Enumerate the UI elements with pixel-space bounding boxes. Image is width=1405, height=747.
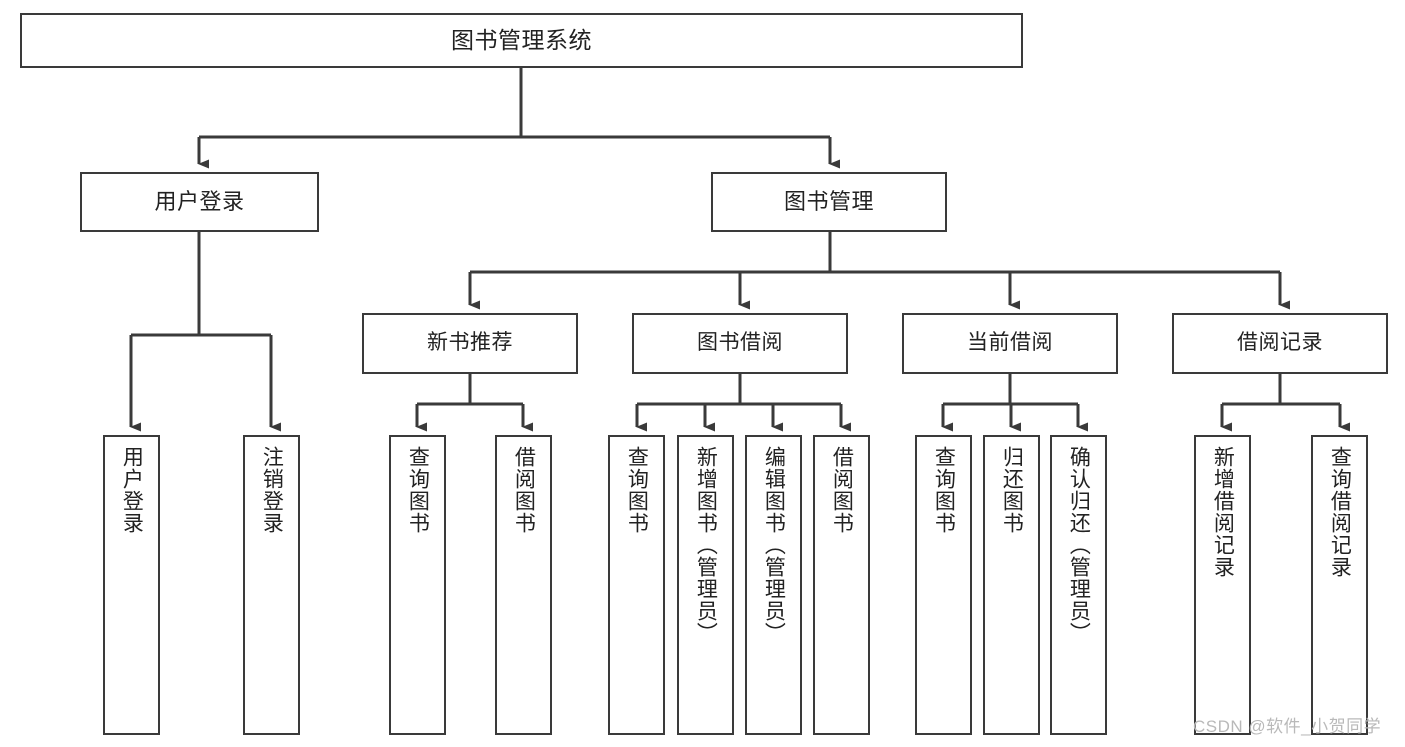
node-leaf-query-book-1[interactable]: 查询图书: [389, 435, 446, 735]
node-leaf-query-book-2[interactable]: 查询图书: [608, 435, 665, 735]
node-borrow-record[interactable]: 借阅记录: [1172, 313, 1388, 374]
node-leaf-add-record[interactable]: 新增借阅记录: [1194, 435, 1251, 735]
node-leaf-logout-label: 注销登录: [260, 446, 284, 534]
node-leaf-borrow-book-2-label: 借阅图书: [830, 446, 854, 534]
node-book-borrow-label: 图书借阅: [697, 331, 783, 355]
node-leaf-query-record[interactable]: 查询借阅记录: [1311, 435, 1368, 735]
node-leaf-borrow-book-1[interactable]: 借阅图书: [495, 435, 552, 735]
node-new-book-rec[interactable]: 新书推荐: [362, 313, 578, 374]
node-leaf-add-book-label: 新增图书（管理员）: [694, 446, 718, 644]
node-leaf-confirm-return[interactable]: 确认归还（管理员）: [1050, 435, 1107, 735]
node-leaf-borrow-book-2[interactable]: 借阅图书: [813, 435, 870, 735]
node-leaf-borrow-book-1-label: 借阅图书: [512, 446, 536, 534]
node-leaf-query-book-1-label: 查询图书: [406, 446, 430, 534]
node-leaf-return-book-label: 归还图书: [1000, 446, 1024, 534]
node-book-manage[interactable]: 图书管理: [711, 172, 947, 232]
node-current-borrow-label: 当前借阅: [967, 331, 1053, 355]
node-leaf-user-login-label: 用户登录: [120, 446, 144, 534]
node-leaf-add-record-label: 新增借阅记录: [1211, 446, 1235, 578]
node-root[interactable]: 图书管理系统: [20, 13, 1023, 68]
node-root-label: 图书管理系统: [451, 26, 592, 53]
node-leaf-user-login[interactable]: 用户登录: [103, 435, 160, 735]
node-book-borrow[interactable]: 图书借阅: [632, 313, 848, 374]
node-leaf-edit-book[interactable]: 编辑图书（管理员）: [745, 435, 802, 735]
node-leaf-query-book-3[interactable]: 查询图书: [915, 435, 972, 735]
node-borrow-record-label: 借阅记录: [1237, 331, 1323, 355]
node-leaf-query-book-3-label: 查询图书: [932, 446, 956, 534]
node-book-manage-label: 图书管理: [783, 189, 874, 215]
node-leaf-return-book[interactable]: 归还图书: [983, 435, 1040, 735]
node-leaf-query-book-2-label: 查询图书: [625, 446, 649, 534]
node-leaf-logout[interactable]: 注销登录: [243, 435, 300, 735]
node-user-login-label: 用户登录: [154, 189, 245, 215]
node-leaf-add-book[interactable]: 新增图书（管理员）: [677, 435, 734, 735]
node-user-login[interactable]: 用户登录: [80, 172, 319, 232]
node-leaf-edit-book-label: 编辑图书（管理员）: [762, 446, 786, 644]
node-current-borrow[interactable]: 当前借阅: [902, 313, 1118, 374]
node-new-book-rec-label: 新书推荐: [427, 331, 513, 355]
csdn-watermark: CSDN @软件_小贺同学: [1193, 717, 1382, 736]
node-leaf-query-record-label: 查询借阅记录: [1328, 446, 1352, 578]
node-leaf-confirm-return-label: 确认归还（管理员）: [1067, 446, 1091, 644]
